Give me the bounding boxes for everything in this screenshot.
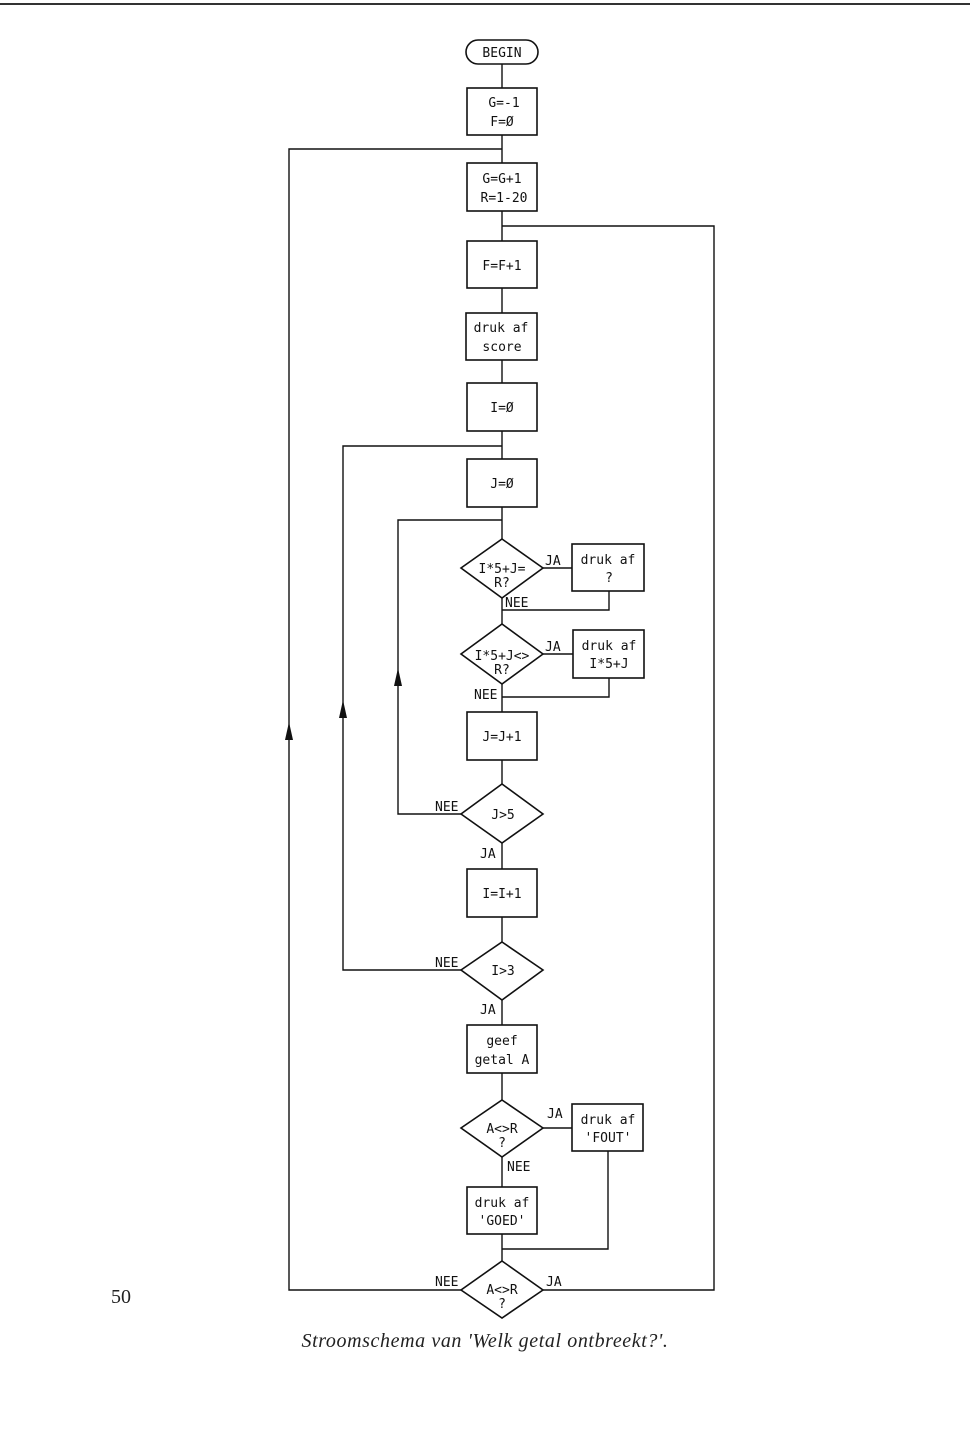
- decision-final-check-no: NEE: [435, 1275, 458, 1290]
- node-print-wrong-line1: druk af: [581, 1113, 636, 1128]
- decision-not-equals-r-line2: R?: [494, 663, 510, 678]
- node-j-increment-label: J=J+1: [482, 730, 521, 745]
- node-print-expression-line2: I*5+J: [589, 657, 628, 672]
- node-print-good-line1: druk af: [475, 1196, 530, 1211]
- node-round-line1: G=G+1: [482, 172, 521, 187]
- node-input-number-line2: getal A: [475, 1053, 530, 1068]
- node-print-good-line2: 'GOED': [479, 1214, 526, 1229]
- page-number: 50: [111, 1286, 131, 1308]
- node-j-init-label: J=Ø: [490, 477, 514, 492]
- figure-caption: Stroomschema van 'Welk getal ontbreekt?'…: [301, 1330, 669, 1352]
- node-print-question-line2: ?: [605, 571, 613, 586]
- node-i-init: [466, 382, 538, 432]
- node-j-init: [466, 458, 538, 508]
- branch-lines: [288, 148, 715, 1291]
- decision-equals-r-line1: I*5+J=: [479, 562, 526, 577]
- node-input-number: [466, 1024, 538, 1074]
- decision-answer-wrong-line1: A<>R: [486, 1122, 517, 1137]
- node-f-increment: [466, 240, 538, 289]
- decision-j-greater-label: J>5: [491, 808, 514, 823]
- decision-i-greater: [459, 941, 545, 1001]
- decision-equals-r-line2: R?: [494, 576, 510, 591]
- arrow-inner-loop: [394, 668, 402, 686]
- node-i-init-label: I=Ø: [490, 401, 514, 416]
- node-print-wrong: [571, 1103, 644, 1152]
- decision-answer-wrong-no: NEE: [507, 1160, 530, 1175]
- decision-answer-wrong-yes: JA: [547, 1107, 563, 1122]
- node-j-increment: [466, 711, 538, 761]
- decision-equals-r-no: NEE: [505, 596, 528, 611]
- arrowheads: [285, 668, 402, 740]
- node-init-line2: F=Ø: [490, 115, 514, 130]
- node-print-expression: [572, 629, 645, 679]
- decision-not-equals-r: [459, 623, 545, 685]
- node-begin: [465, 39, 539, 65]
- decision-answer-wrong-line2: ?: [498, 1136, 506, 1151]
- node-i-increment-label: I=I+1: [482, 887, 521, 902]
- decision-equals-r-yes: JA: [545, 554, 561, 569]
- node-round: [466, 162, 538, 212]
- page-top-rule: [0, 3, 970, 5]
- node-print-wrong-line2: 'FOUT': [585, 1131, 632, 1146]
- node-init: [466, 87, 538, 136]
- node-print-score: [465, 312, 538, 361]
- node-input-number-line1: geef: [486, 1034, 517, 1049]
- node-print-score-line1: druk af: [474, 321, 529, 336]
- node-print-question: [571, 543, 645, 592]
- decision-i-greater-label: I>3: [491, 964, 514, 979]
- decision-j-greater-yes: JA: [480, 847, 496, 862]
- arrow-outer-loop: [285, 722, 293, 740]
- node-print-expression-line1: druk af: [582, 639, 637, 654]
- decision-not-equals-r-no: NEE: [474, 688, 497, 703]
- node-f-increment-label: F=F+1: [482, 259, 521, 274]
- node-round-line2: R=1-20: [481, 191, 528, 206]
- decision-i-greater-yes: JA: [480, 1003, 496, 1018]
- node-begin-label: BEGIN: [482, 46, 521, 61]
- node-print-score-line2: score: [482, 340, 521, 355]
- arrow-middle-loop: [339, 700, 347, 718]
- decision-i-greater-no: NEE: [435, 956, 458, 971]
- decision-final-check-line1: A<>R: [486, 1283, 517, 1298]
- node-print-question-line1: druk af: [581, 553, 636, 568]
- decision-final-check-yes: JA: [546, 1275, 562, 1290]
- decision-final-check: [459, 1260, 545, 1319]
- node-print-good: [466, 1186, 538, 1235]
- decision-j-greater: [459, 783, 545, 844]
- node-init-line1: G=-1: [488, 96, 519, 111]
- decision-equals-r: [459, 538, 545, 599]
- node-i-increment: [466, 868, 538, 918]
- decision-final-check-line2: ?: [498, 1297, 506, 1312]
- decision-j-greater-no: NEE: [435, 800, 458, 815]
- decision-answer-wrong: [459, 1099, 545, 1158]
- decision-not-equals-r-yes: JA: [545, 640, 561, 655]
- decision-not-equals-r-line1: I*5+J<>: [475, 649, 530, 664]
